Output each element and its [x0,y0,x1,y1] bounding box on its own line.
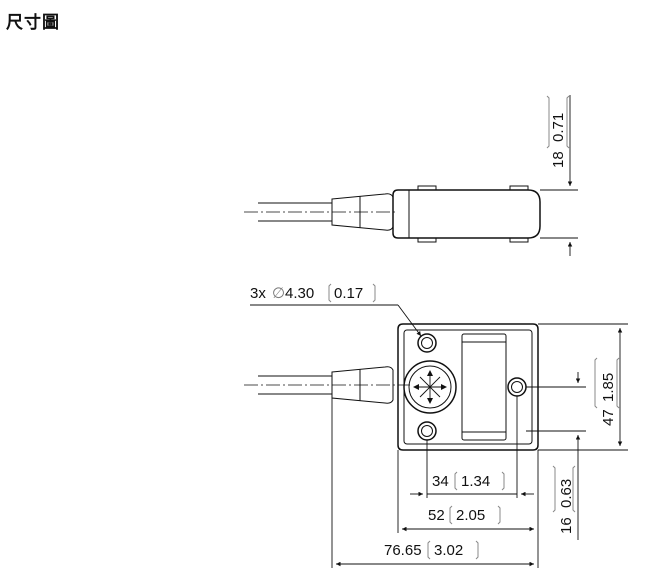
dim-hole-inch: 0.17 [334,285,363,302]
dim-height-front-mm: 47 [600,409,617,426]
dim-hole-spacing-inch: 1.34 [461,473,490,490]
dim-overall-mm: 76.65 [384,542,422,559]
dim-hole-offset-inch: 0.63 [558,479,575,508]
front-body [397,323,539,451]
dim-hole-mm: 4.30 [285,285,314,302]
front-cable [244,366,410,404]
dim-height-side-mm: 18 [550,151,567,168]
dim-hole-spacing: 34 1.34 [410,471,534,497]
dim-hole: 3x ∅ 4.30 0.17 [250,283,422,337]
dim-width-inch: 2.05 [456,507,485,524]
dim-hole-prefix: 3x [250,285,266,302]
dim-height-front-inch: 1.85 [600,373,617,402]
side-view: 18 0.71 [244,95,578,256]
dim-height-side-inch: 0.71 [550,113,567,142]
dim-hole-offset: 16 0.63 [526,372,586,540]
dim-width-mm: 52 [428,507,445,524]
front-view: 3x ∅ 4.30 0.17 47 1.85 16 [244,283,628,568]
side-body [392,185,541,243]
mounting-hole [417,333,437,353]
mounting-hole [507,377,527,397]
mounting-hole [417,421,437,441]
dim-height-side: 18 0.71 [540,95,578,256]
dim-height-front: 47 1.85 [538,323,628,451]
diameter-symbol: ∅ [272,285,285,302]
dim-hole-spacing-mm: 34 [432,473,449,490]
page-title: 尺寸圖 [6,13,60,33]
dim-overall: 76.65 3.02 [336,540,534,567]
dim-hole-offset-mm: 16 [558,517,575,534]
dim-overall-inch: 3.02 [434,542,463,559]
dim-width: 52 2.05 [402,505,534,532]
sensor-face [403,360,457,414]
